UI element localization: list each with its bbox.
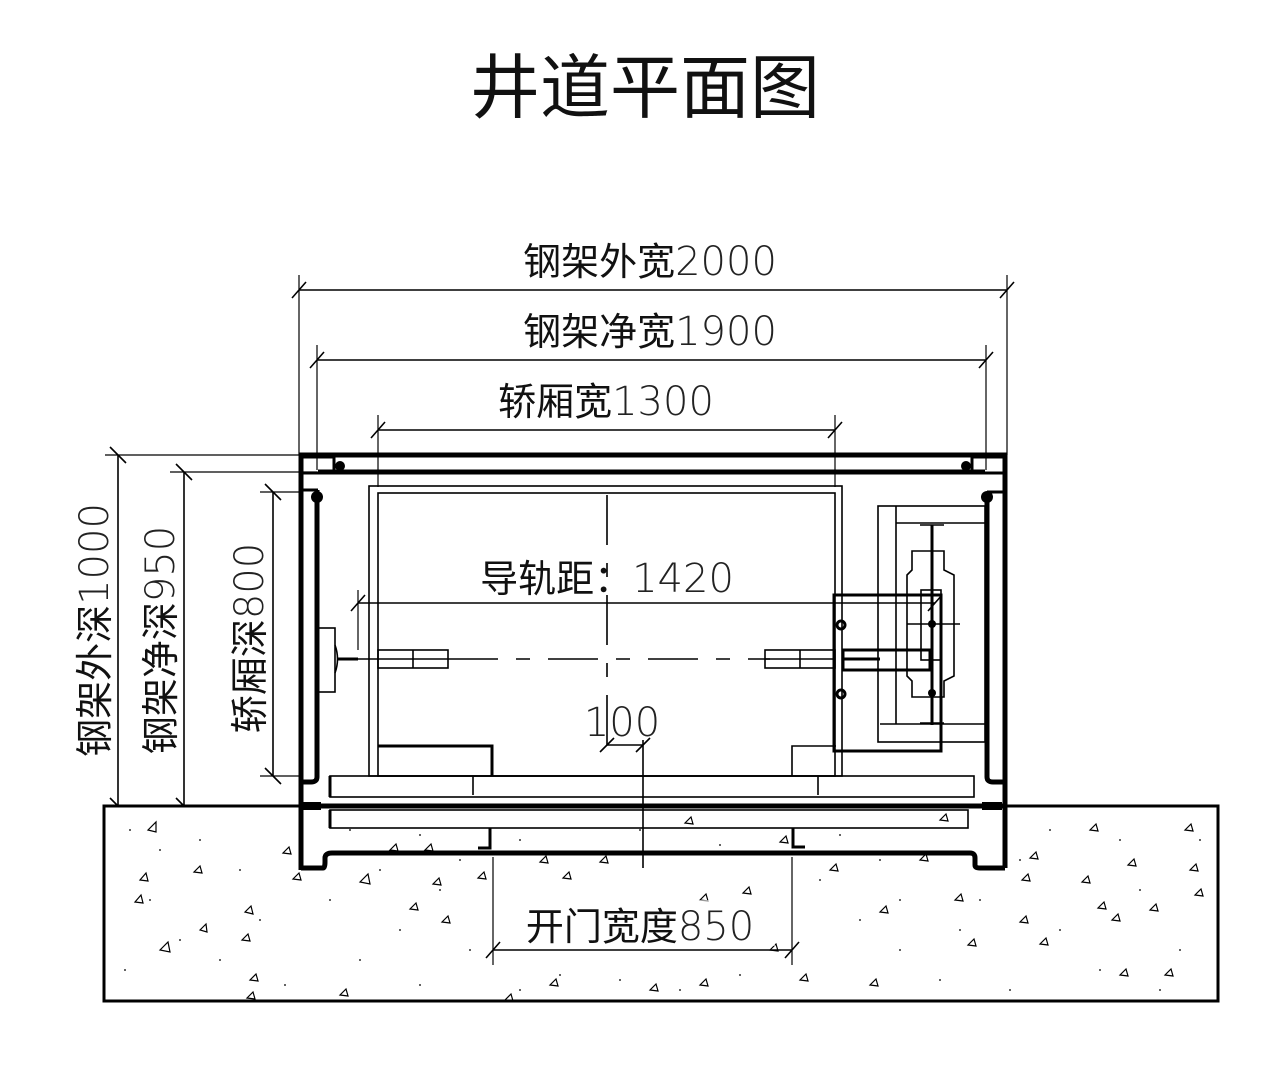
dim-frame-outer-depth: 钢架外深1000 bbox=[72, 446, 299, 815]
dim-car-depth-text: 轿厢深800 bbox=[227, 543, 273, 733]
dim-frame-clear-depth: 钢架净深950 bbox=[138, 463, 317, 815]
dim-rail-distance: 导轨距：1420 bbox=[350, 556, 943, 650]
dim-frame-outer-width-text: 钢架外宽2000 bbox=[523, 239, 777, 285]
right-rail-counterweight bbox=[764, 505, 986, 753]
dim-offset-text: 100 bbox=[584, 700, 660, 746]
dim-frame-clear-width-text: 钢架净宽1900 bbox=[523, 309, 777, 355]
drawing-title: 井道平面图 bbox=[470, 47, 820, 129]
elevator-car bbox=[328, 485, 975, 850]
dim-door-opening: 开门宽度850 bbox=[485, 857, 800, 965]
dim-frame-clear-width: 钢架净宽1900 bbox=[309, 309, 994, 470]
dim-frame-outer-width: 钢架外宽2000 bbox=[291, 239, 1015, 455]
left-rail bbox=[317, 627, 449, 693]
dim-car-depth: 轿厢深800 bbox=[227, 483, 300, 785]
dim-car-width-text: 轿厢宽1300 bbox=[498, 379, 714, 425]
dim-offset: 100 bbox=[584, 700, 660, 868]
dim-car-width: 轿厢宽1300 bbox=[370, 379, 843, 487]
center-lines bbox=[448, 495, 770, 760]
dim-rail-distance-text: 导轨距：1420 bbox=[480, 556, 734, 602]
steel-frame bbox=[298, 452, 1008, 871]
dim-door-opening-text: 开门宽度850 bbox=[526, 904, 754, 950]
dim-frame-clear-depth-text: 钢架净深950 bbox=[138, 526, 184, 754]
dim-frame-outer-depth-text: 钢架外深1000 bbox=[72, 503, 118, 757]
